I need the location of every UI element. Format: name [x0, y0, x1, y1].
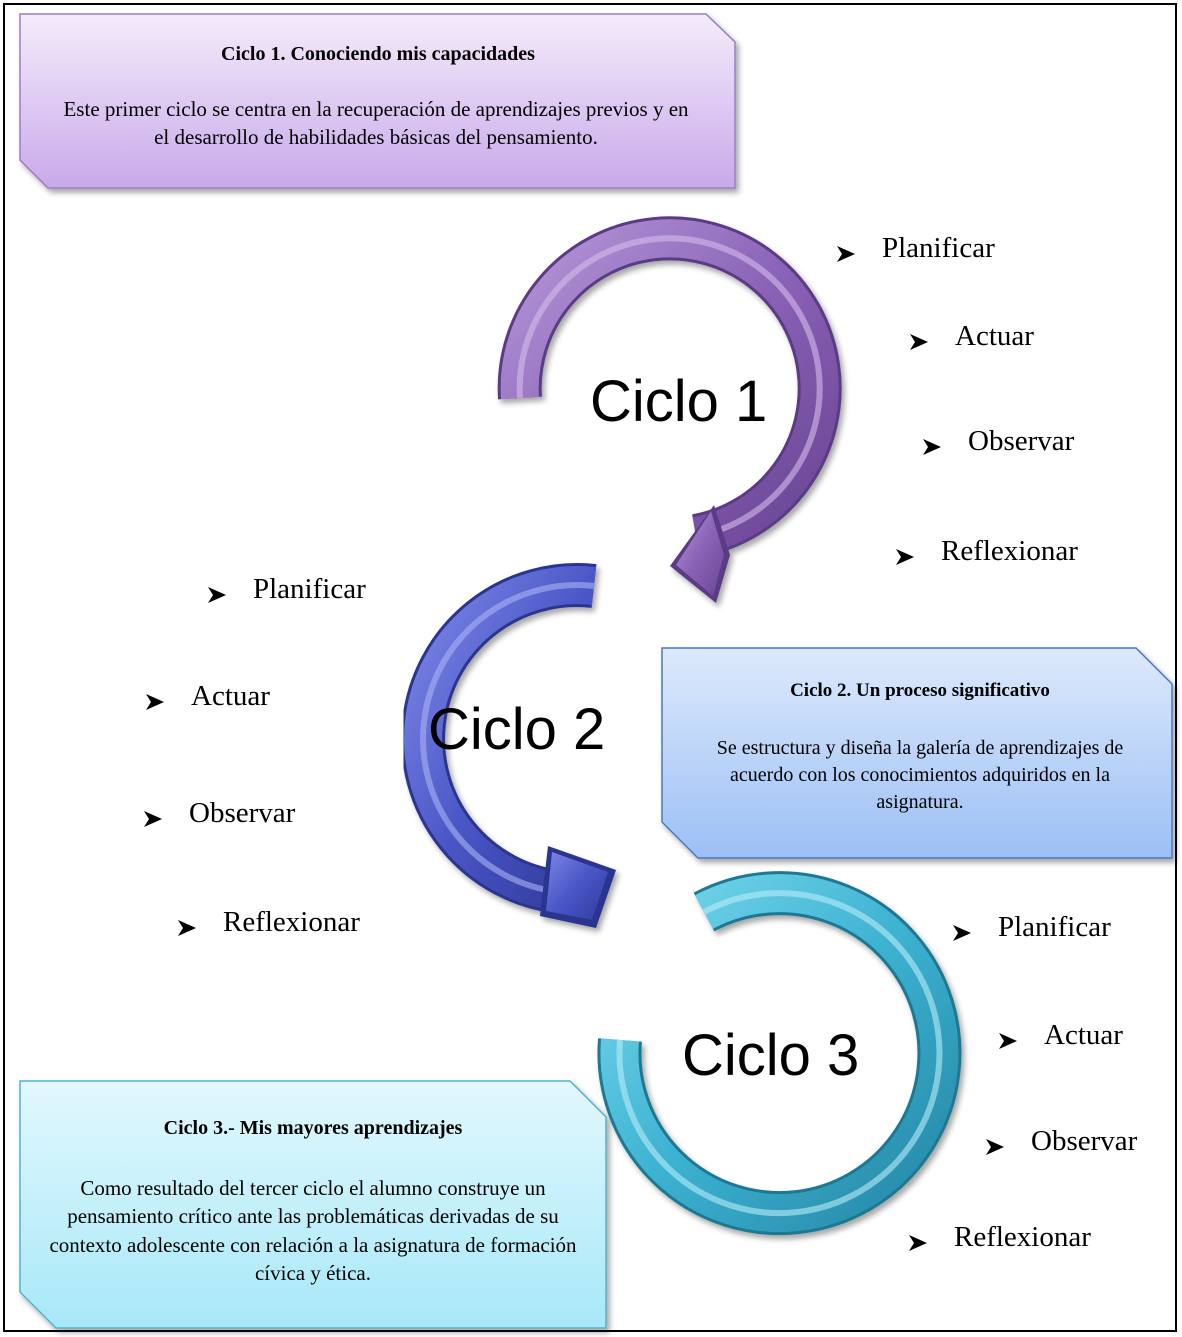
arrow-bullet-icon [145, 687, 165, 710]
note-3-body: Como resultado del tercer ciclo el alumn… [49, 1176, 577, 1286]
cycle-2-step-actuar: Actuar [145, 680, 270, 713]
note-3-title: Ciclo 3.- Mis mayores aprendizajes [163, 1117, 463, 1139]
step-label: Planificar [882, 232, 995, 264]
note-2-title: Ciclo 2. Un proceso significativo [790, 680, 1050, 701]
step-label: Observar [189, 797, 296, 829]
step-label: Planificar [253, 573, 366, 605]
arrow-bullet-icon [895, 542, 915, 565]
note-1-box [19, 13, 736, 189]
step-label: Reflexionar [223, 906, 360, 938]
step-label: Planificar [998, 911, 1111, 943]
cycle-2-label: Ciclo 2 [428, 697, 606, 762]
arrow-bullet-icon [922, 432, 942, 455]
arrow-bullet-icon [143, 804, 163, 827]
step-label: Observar [968, 425, 1075, 457]
cycle-1-step-reflexionar: Reflexionar [895, 535, 1078, 568]
cycle-2-step-observar: Observar [143, 797, 295, 830]
note-1-title: Ciclo 1. Conociendo mis capacidades [221, 43, 535, 65]
cycle-3-arrow [597, 871, 962, 1236]
cycle-3-step-planificar: Planificar [952, 911, 1111, 944]
arrow-bullet-icon [836, 239, 856, 262]
cycle-3-step-reflexionar: Reflexionar [908, 1221, 1091, 1254]
step-label: Actuar [191, 680, 270, 712]
step-label: Reflexionar [941, 535, 1078, 567]
cycle-2-arrow [401, 563, 616, 928]
cycle-3-step-observar: Observar [985, 1125, 1137, 1158]
arrow-bullet-icon [908, 1228, 928, 1251]
arrow-bullet-icon [207, 580, 227, 603]
note-2-box [661, 647, 1173, 859]
note-2-body: Se estructura y diseña la galería de apr… [716, 737, 1124, 813]
step-label: Actuar [955, 320, 1034, 352]
cycle-1-arrow [497, 216, 842, 603]
cycle-1-step-planificar: Planificar [836, 232, 995, 265]
cycle-3-label: Ciclo 3 [682, 1023, 860, 1088]
arrow-bullet-icon [952, 918, 972, 941]
step-label: Reflexionar [954, 1221, 1091, 1253]
cycle-1-label: Ciclo 1 [590, 369, 768, 434]
cycle-2-step-reflexionar: Reflexionar [177, 906, 360, 939]
cycle-1-step-actuar: Actuar [909, 320, 1034, 353]
arrow-bullet-icon [998, 1026, 1018, 1049]
note-1-body: Este primer ciclo se centra en la recupe… [63, 97, 689, 150]
arrow-bullet-icon [909, 327, 929, 350]
cycle-2-step-planificar: Planificar [207, 573, 366, 606]
cycle-3-step-actuar: Actuar [998, 1019, 1123, 1052]
arrow-bullet-icon [985, 1132, 1005, 1155]
step-label: Observar [1031, 1125, 1138, 1157]
step-label: Actuar [1044, 1019, 1123, 1051]
note-3-box [19, 1080, 607, 1329]
cycle-1-step-observar: Observar [922, 425, 1074, 458]
arrow-bullet-icon [177, 913, 197, 936]
